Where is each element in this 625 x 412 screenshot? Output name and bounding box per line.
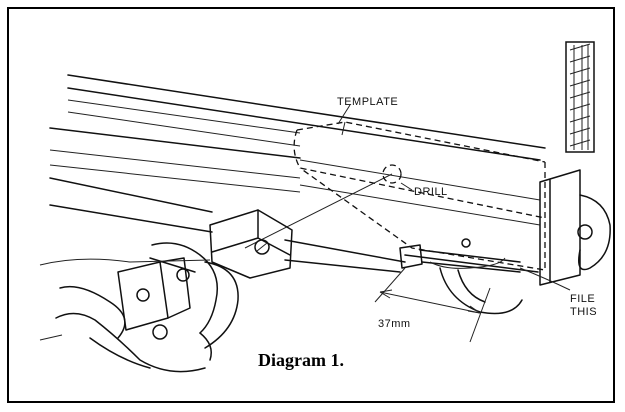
file-label-line1: FILE (570, 293, 596, 305)
clip (439, 267, 523, 315)
left-hinge (39, 242, 239, 373)
hatched-strip (565, 41, 595, 153)
diagram-frame (7, 7, 615, 403)
dimension-label: 37mm (378, 318, 411, 330)
drill-label: DRILL (414, 186, 448, 198)
center-bracket (209, 209, 293, 279)
dimension-line (374, 267, 491, 343)
slot (399, 238, 521, 273)
template-label: TEMPLATE (337, 96, 399, 108)
drill-point (244, 164, 413, 249)
end-cap (539, 169, 611, 286)
diagram-caption: Diagram 1. (258, 350, 344, 370)
template-outline (293, 121, 546, 271)
rail (49, 74, 546, 273)
file-label-line2: THIS (570, 306, 598, 318)
leader-lines (337, 104, 571, 291)
